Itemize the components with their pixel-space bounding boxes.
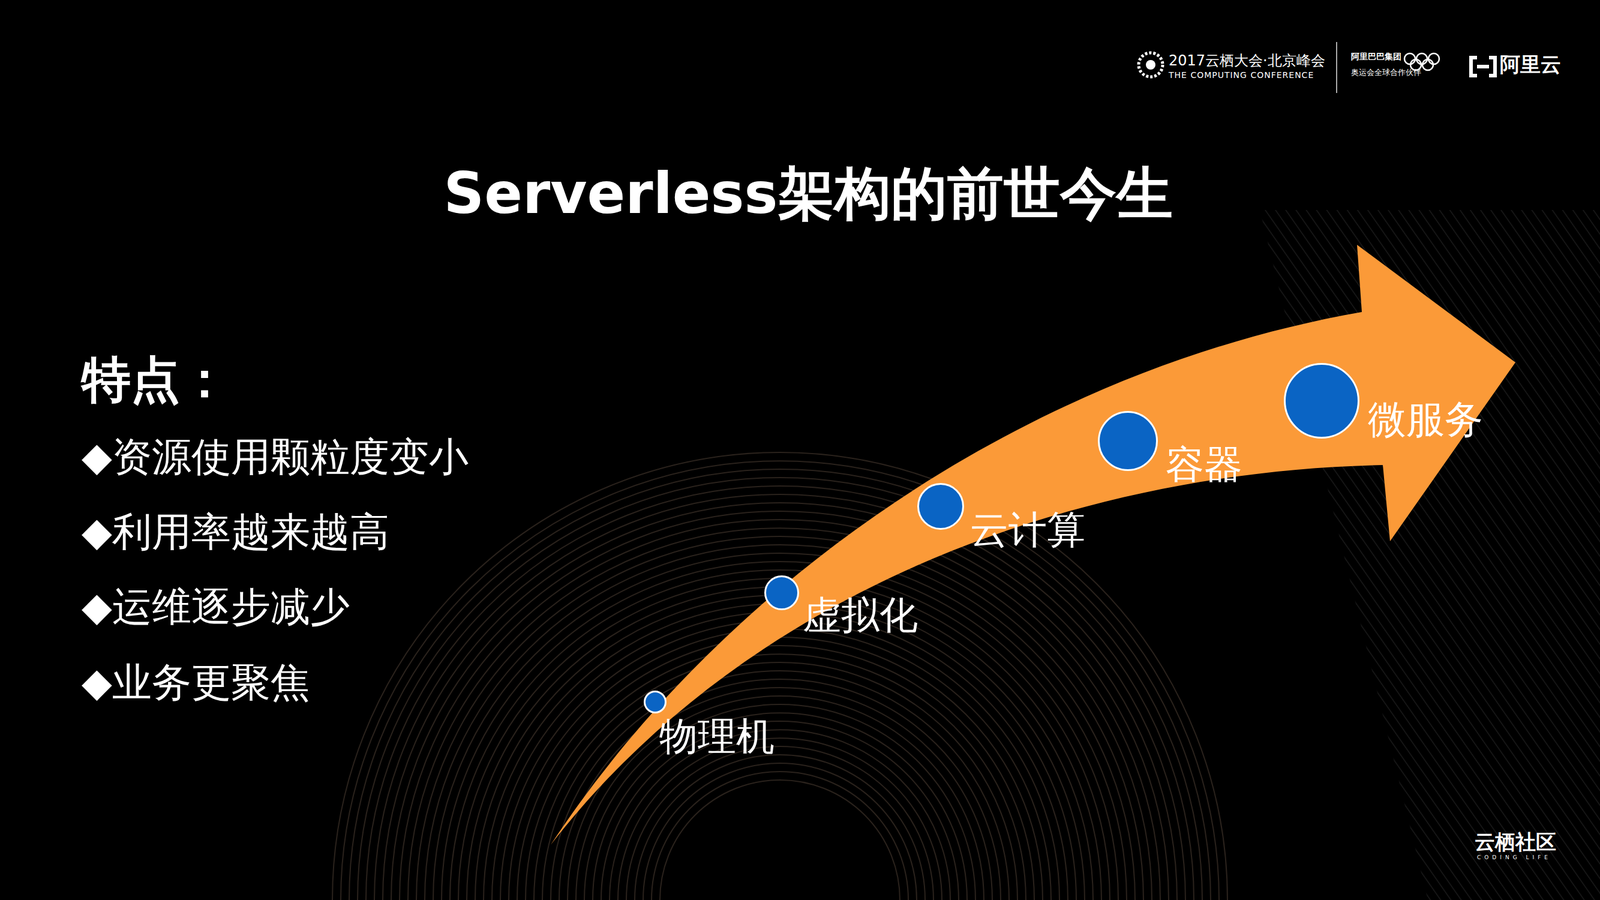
decor-arc: [550, 670, 1010, 900]
decor-arc: [399, 519, 1161, 900]
decor-arc: [559, 679, 1001, 900]
decor-arc: [651, 771, 909, 900]
decor-arc: [517, 637, 1043, 900]
stage-circle: 云计算: [917, 482, 965, 530]
olympic-rings: [1404, 53, 1440, 71]
decor-arc: [508, 628, 1052, 900]
decor-arc: [567, 687, 993, 900]
decor-arc: [349, 469, 1211, 900]
stage-circle: 物理机: [643, 690, 667, 714]
decor-arc: [626, 746, 934, 900]
stage-circle: 容器: [1097, 410, 1158, 471]
decor-arc: [483, 603, 1077, 900]
decor-arc: [592, 712, 968, 900]
decor-arc: [643, 763, 917, 900]
decor-arc: [357, 477, 1203, 900]
decor-arc: [475, 595, 1085, 900]
decor-arc: [542, 662, 1018, 900]
slide-label: CODING LIFE: [1477, 854, 1552, 861]
slide-label: ◆业务更聚焦: [81, 659, 311, 706]
decor-arc: [433, 553, 1127, 900]
decor-arc: [332, 452, 1228, 900]
slide-label: 2017云栖大会·北京峰会: [1168, 52, 1326, 70]
decor-arc: [374, 494, 1186, 900]
decor-arc: [382, 502, 1178, 900]
decor-arc: [365, 485, 1194, 900]
slide-label: 奥运会全球合作伙伴: [1351, 68, 1422, 78]
stage-label: 虚拟化: [802, 595, 918, 635]
slide-label: ◆运维逐步减少: [81, 584, 350, 630]
decor-arc: [407, 527, 1152, 900]
slide-label: 云栖社区: [1474, 830, 1557, 854]
stage-label: 微服务: [1367, 400, 1484, 439]
decor-arc: [634, 754, 926, 900]
decor-arc: [340, 460, 1220, 900]
aliyun-logo: [1471, 57, 1496, 76]
decor-arc: [575, 695, 984, 900]
slide-label: ◆利用率越来越高: [81, 509, 390, 555]
slide-label: ◆资源使用颗粒度变小: [81, 434, 469, 480]
decor-arc: [424, 544, 1136, 900]
slide-label: 阿里巴巴集团: [1351, 51, 1402, 62]
decor-arc: [500, 620, 1060, 900]
stage-circle: 虚拟化: [764, 575, 800, 611]
slide-label: 特点：: [81, 350, 230, 408]
decor-arc: [601, 721, 959, 900]
stage-label: 物理机: [659, 716, 775, 756]
slide-label: 阿里云: [1499, 52, 1562, 77]
decor-arc: [391, 511, 1169, 900]
decor-arc: [659, 779, 900, 900]
stage-label: 云计算: [970, 510, 1086, 549]
decor-arc: [416, 536, 1144, 900]
slide-title: Serverless架构的前世今生: [443, 155, 1173, 233]
decor-arc: [491, 611, 1068, 900]
stage-circle: 微服务: [1283, 362, 1360, 439]
slide-label: THE COMPUTING CONFERENCE: [1168, 70, 1314, 80]
stage-label: 容器: [1165, 445, 1243, 484]
conference-logo: [1138, 52, 1163, 77]
